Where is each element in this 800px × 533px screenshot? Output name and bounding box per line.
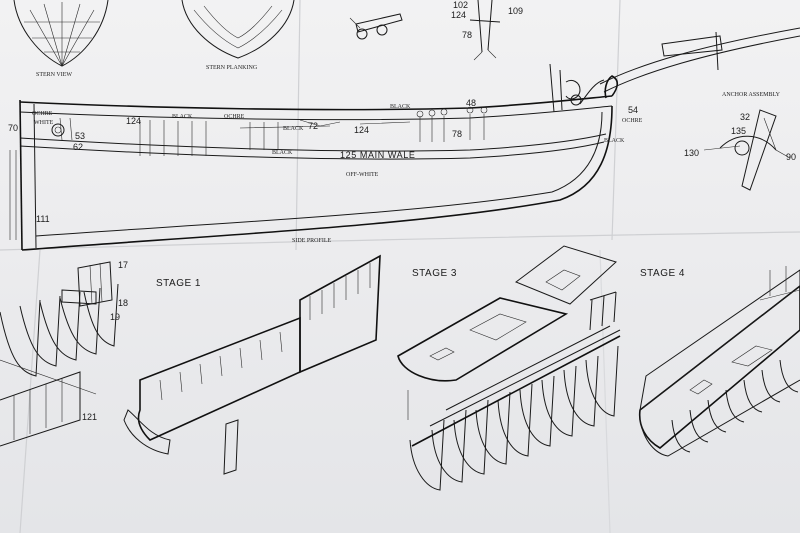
cannon-drawing: [349, 13, 403, 40]
white-label: WHITE: [34, 120, 54, 126]
stern-planking-label: STERN PLANKING: [206, 65, 258, 71]
part-111: 111: [36, 214, 50, 224]
part-130: 130: [684, 148, 699, 158]
part-124-a: 124: [126, 116, 141, 126]
side-profile-label: SIDE PROFILE: [292, 238, 332, 244]
ochre-label-1: OCHRE: [32, 111, 53, 117]
part-53: 53: [75, 131, 85, 141]
part-102: 102: [453, 0, 468, 10]
rigging-detail-drawing: [469, 0, 501, 61]
part-19: 19: [110, 312, 120, 322]
anchor-assembly-label: ANCHOR ASSEMBLY: [722, 92, 781, 98]
part-121: 121: [82, 412, 97, 422]
stage-1-label: STAGE 1: [156, 278, 201, 289]
part-18: 18: [118, 298, 128, 308]
part-70: 70: [8, 123, 18, 133]
black-label-3: BLACK: [390, 104, 411, 110]
off-white-label: OFF-WHITE: [346, 172, 379, 178]
part-72: 72: [308, 121, 318, 131]
stage-3-assembly: [397, 245, 621, 491]
part-78-top: 78: [462, 30, 472, 40]
ochre-label-2: OCHRE: [224, 114, 245, 120]
part-48: 48: [466, 98, 476, 108]
part-124-top: 124: [451, 10, 466, 20]
anchor-assembly-drawing: [703, 109, 791, 191]
black-label-1: BLACK: [172, 114, 193, 120]
bowsprit-drawing: [599, 27, 800, 93]
part-78: 78: [452, 129, 462, 139]
part-124-b: 124: [354, 125, 369, 135]
part-109: 109: [508, 6, 523, 16]
stern-view-label: STERN VIEW: [36, 72, 72, 78]
stage-4-label: STAGE 4: [640, 268, 685, 279]
part-17: 17: [118, 260, 128, 270]
black-label-5: BLACK: [272, 150, 293, 156]
stern-view-drawing: [13, 0, 109, 67]
part-135: 135: [731, 126, 746, 136]
part-90: 90: [786, 152, 796, 162]
black-label-4: BLACK: [604, 138, 625, 144]
hull-side-profile: [9, 63, 619, 251]
ochre-label-3: OCHRE: [622, 118, 643, 124]
stage-1-keel: [123, 254, 381, 475]
part-54: 54: [628, 105, 638, 115]
stern-planking-drawing: [181, 0, 295, 59]
main-wale-label: 125 MAIN WALE: [340, 150, 416, 160]
stage-1-frames: [0, 261, 119, 447]
stage-4-assembly: [638, 266, 800, 457]
part-32: 32: [740, 112, 750, 122]
part-62: 62: [73, 142, 83, 152]
black-label-2: BLACK: [283, 126, 304, 132]
stage-3-label: STAGE 3: [412, 268, 457, 279]
